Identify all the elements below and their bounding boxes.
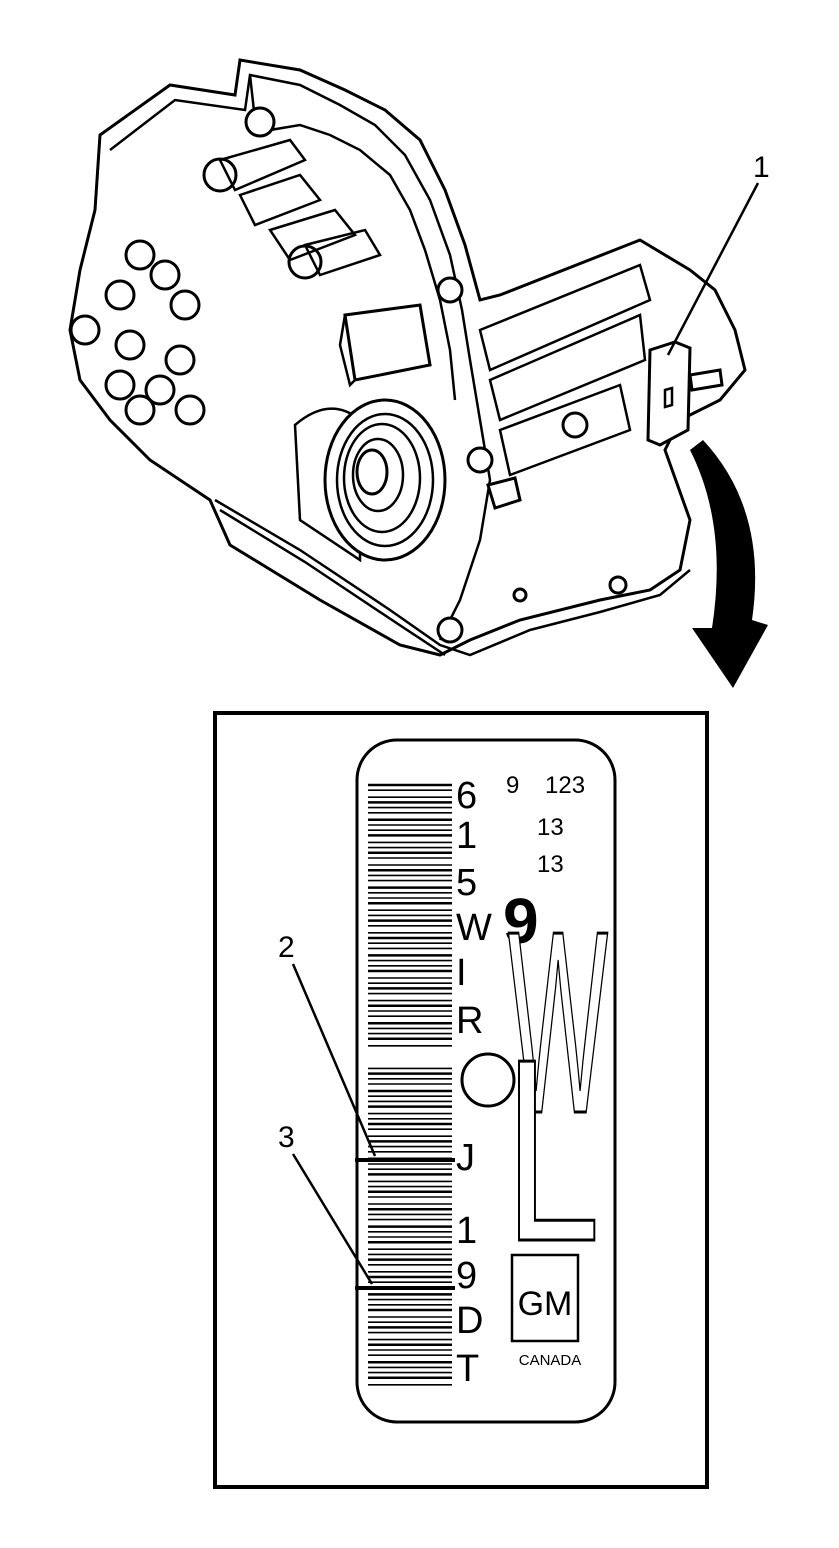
country-label: CANADA xyxy=(519,1352,582,1369)
transaxle-illustration xyxy=(68,58,747,657)
axle-seal xyxy=(293,398,447,563)
callout-3-label: 3 xyxy=(278,1121,295,1154)
gm-logo-text: GM xyxy=(518,1285,573,1323)
callout-2: 2 xyxy=(278,931,377,1157)
curved-arrow-icon xyxy=(690,440,768,688)
tag-char: 1 xyxy=(456,815,477,857)
tag-code: 13 xyxy=(537,814,564,841)
outline-letter-w: W xyxy=(508,878,609,1168)
tag-char: 6 xyxy=(456,775,477,817)
tag-char: J xyxy=(456,1137,475,1179)
tag-character-column: 6 1 5 W I R J 1 9 D T xyxy=(456,775,492,1390)
tag-char: T xyxy=(456,1348,479,1390)
tag-char: W xyxy=(456,907,492,949)
barcode xyxy=(368,783,452,1386)
tag-char: 1 xyxy=(456,1210,477,1252)
callout-2-label: 2 xyxy=(278,931,295,964)
tag-char: 5 xyxy=(456,862,477,904)
tag-code: 13 xyxy=(537,851,564,878)
gm-logo: GM xyxy=(510,1253,580,1343)
outline-letter-l: L xyxy=(505,1006,600,1296)
tag-code: 9 xyxy=(506,772,519,799)
tag-char: D xyxy=(456,1300,483,1342)
id-tag: 6 1 5 W I R J 1 9 D T 9 123 13 13 9 W L … xyxy=(355,738,617,1424)
id-tag-location xyxy=(646,340,692,447)
tag-char: I xyxy=(456,952,467,994)
cover-bolt-group xyxy=(69,239,206,426)
callout-1: 1 xyxy=(666,151,770,356)
tag-code: 123 xyxy=(545,772,585,799)
tag-char: 9 xyxy=(456,1255,477,1297)
tag-mount-hole xyxy=(460,1052,516,1108)
callout-1-label: 1 xyxy=(753,151,770,184)
tag-big-code: 9 xyxy=(503,885,539,957)
callout-3: 3 xyxy=(278,1121,374,1285)
tag-char: R xyxy=(456,1000,483,1042)
